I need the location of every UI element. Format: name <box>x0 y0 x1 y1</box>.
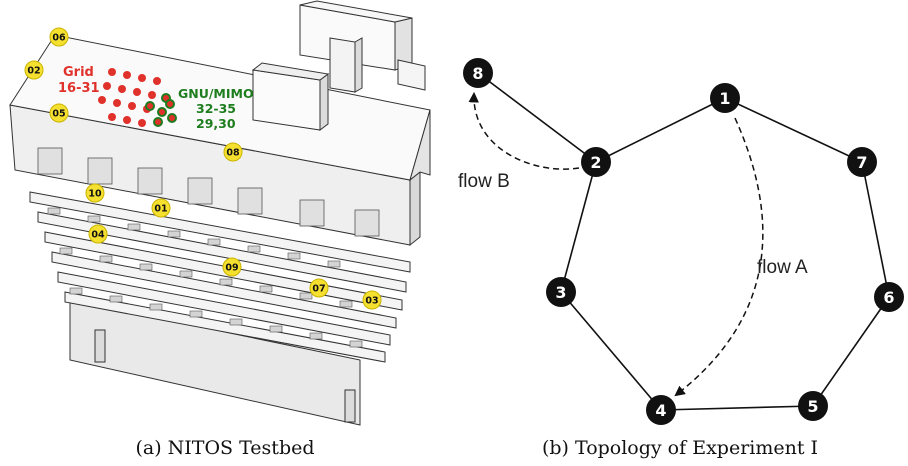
node-3: 3 <box>546 277 576 307</box>
edge-8-2 <box>477 72 597 163</box>
node-badge-07: 07 <box>309 278 329 298</box>
node-badge-05: 05 <box>49 103 69 123</box>
node-badge-09: 09 <box>222 257 242 277</box>
svg-text:02: 02 <box>27 66 40 77</box>
grid-label-line1: Grid <box>63 65 94 80</box>
gnu-mimo-node-dots <box>145 93 177 127</box>
svg-text:4: 4 <box>655 401 666 420</box>
node-badge-04: 04 <box>88 224 108 244</box>
flow-b-label: flow B <box>458 171 510 192</box>
svg-text:05: 05 <box>52 109 65 120</box>
gnu-label-line3: 29,30 <box>196 116 236 131</box>
node-4: 4 <box>646 395 676 425</box>
svg-text:04: 04 <box>91 230 105 241</box>
svg-text:5: 5 <box>807 397 818 416</box>
svg-text:7: 7 <box>856 153 867 172</box>
building-lower-floors <box>29 191 411 426</box>
svg-text:09: 09 <box>225 263 238 274</box>
rooftop-structures <box>251 0 426 131</box>
grid-label-line2: 16-31 <box>58 81 100 96</box>
edge-4-3 <box>560 291 662 411</box>
svg-text:07: 07 <box>312 284 325 295</box>
node-badge-02: 02 <box>24 60 44 80</box>
edge-5-4 <box>660 405 814 411</box>
svg-text:8: 8 <box>472 64 483 83</box>
node-badge-06: 06 <box>49 27 69 47</box>
left-panel-caption: (a) NITOS Testbed <box>135 437 314 459</box>
nitos-building-illustration: Grid 16-31 GNU/MIMO 32-35 29,30 06 02 05… <box>9 0 431 426</box>
svg-text:2: 2 <box>590 153 601 172</box>
edge-1-7 <box>724 97 863 163</box>
edge-6-5 <box>812 296 890 407</box>
node-badge-10: 10 <box>85 183 105 203</box>
edge-2-1 <box>595 97 726 163</box>
flow-a-arrow <box>674 117 764 397</box>
right-panel-caption: (b) Topology of Experiment I <box>542 437 818 459</box>
node-8: 8 <box>463 58 493 88</box>
node-badge-08: 08 <box>223 142 243 162</box>
node-6: 6 <box>874 282 904 312</box>
node-2: 2 <box>581 147 611 177</box>
svg-text:6: 6 <box>883 288 894 307</box>
node-5: 5 <box>798 391 828 421</box>
gnu-label-line2: 32-35 <box>196 101 236 116</box>
flow-a-label: flow A <box>757 257 808 278</box>
svg-text:06: 06 <box>52 33 66 44</box>
svg-text:03: 03 <box>365 296 378 307</box>
svg-text:3: 3 <box>555 283 566 302</box>
node-badge-01: 01 <box>151 198 171 218</box>
edge-7-6 <box>861 161 890 298</box>
svg-text:10: 10 <box>88 189 102 200</box>
node-1: 1 <box>710 83 740 113</box>
flow-b-arrow <box>468 91 580 170</box>
edge-3-2 <box>560 161 597 293</box>
svg-text:01: 01 <box>154 204 167 215</box>
gnu-label-line1: GNU/MIMO <box>178 86 254 101</box>
svg-text:08: 08 <box>226 148 240 159</box>
svg-text:1: 1 <box>719 89 730 108</box>
topology-graph: flow A flow B 1 2 3 4 5 6 7 <box>458 58 904 425</box>
node-7: 7 <box>847 147 877 177</box>
node-badge-03: 03 <box>362 290 382 310</box>
